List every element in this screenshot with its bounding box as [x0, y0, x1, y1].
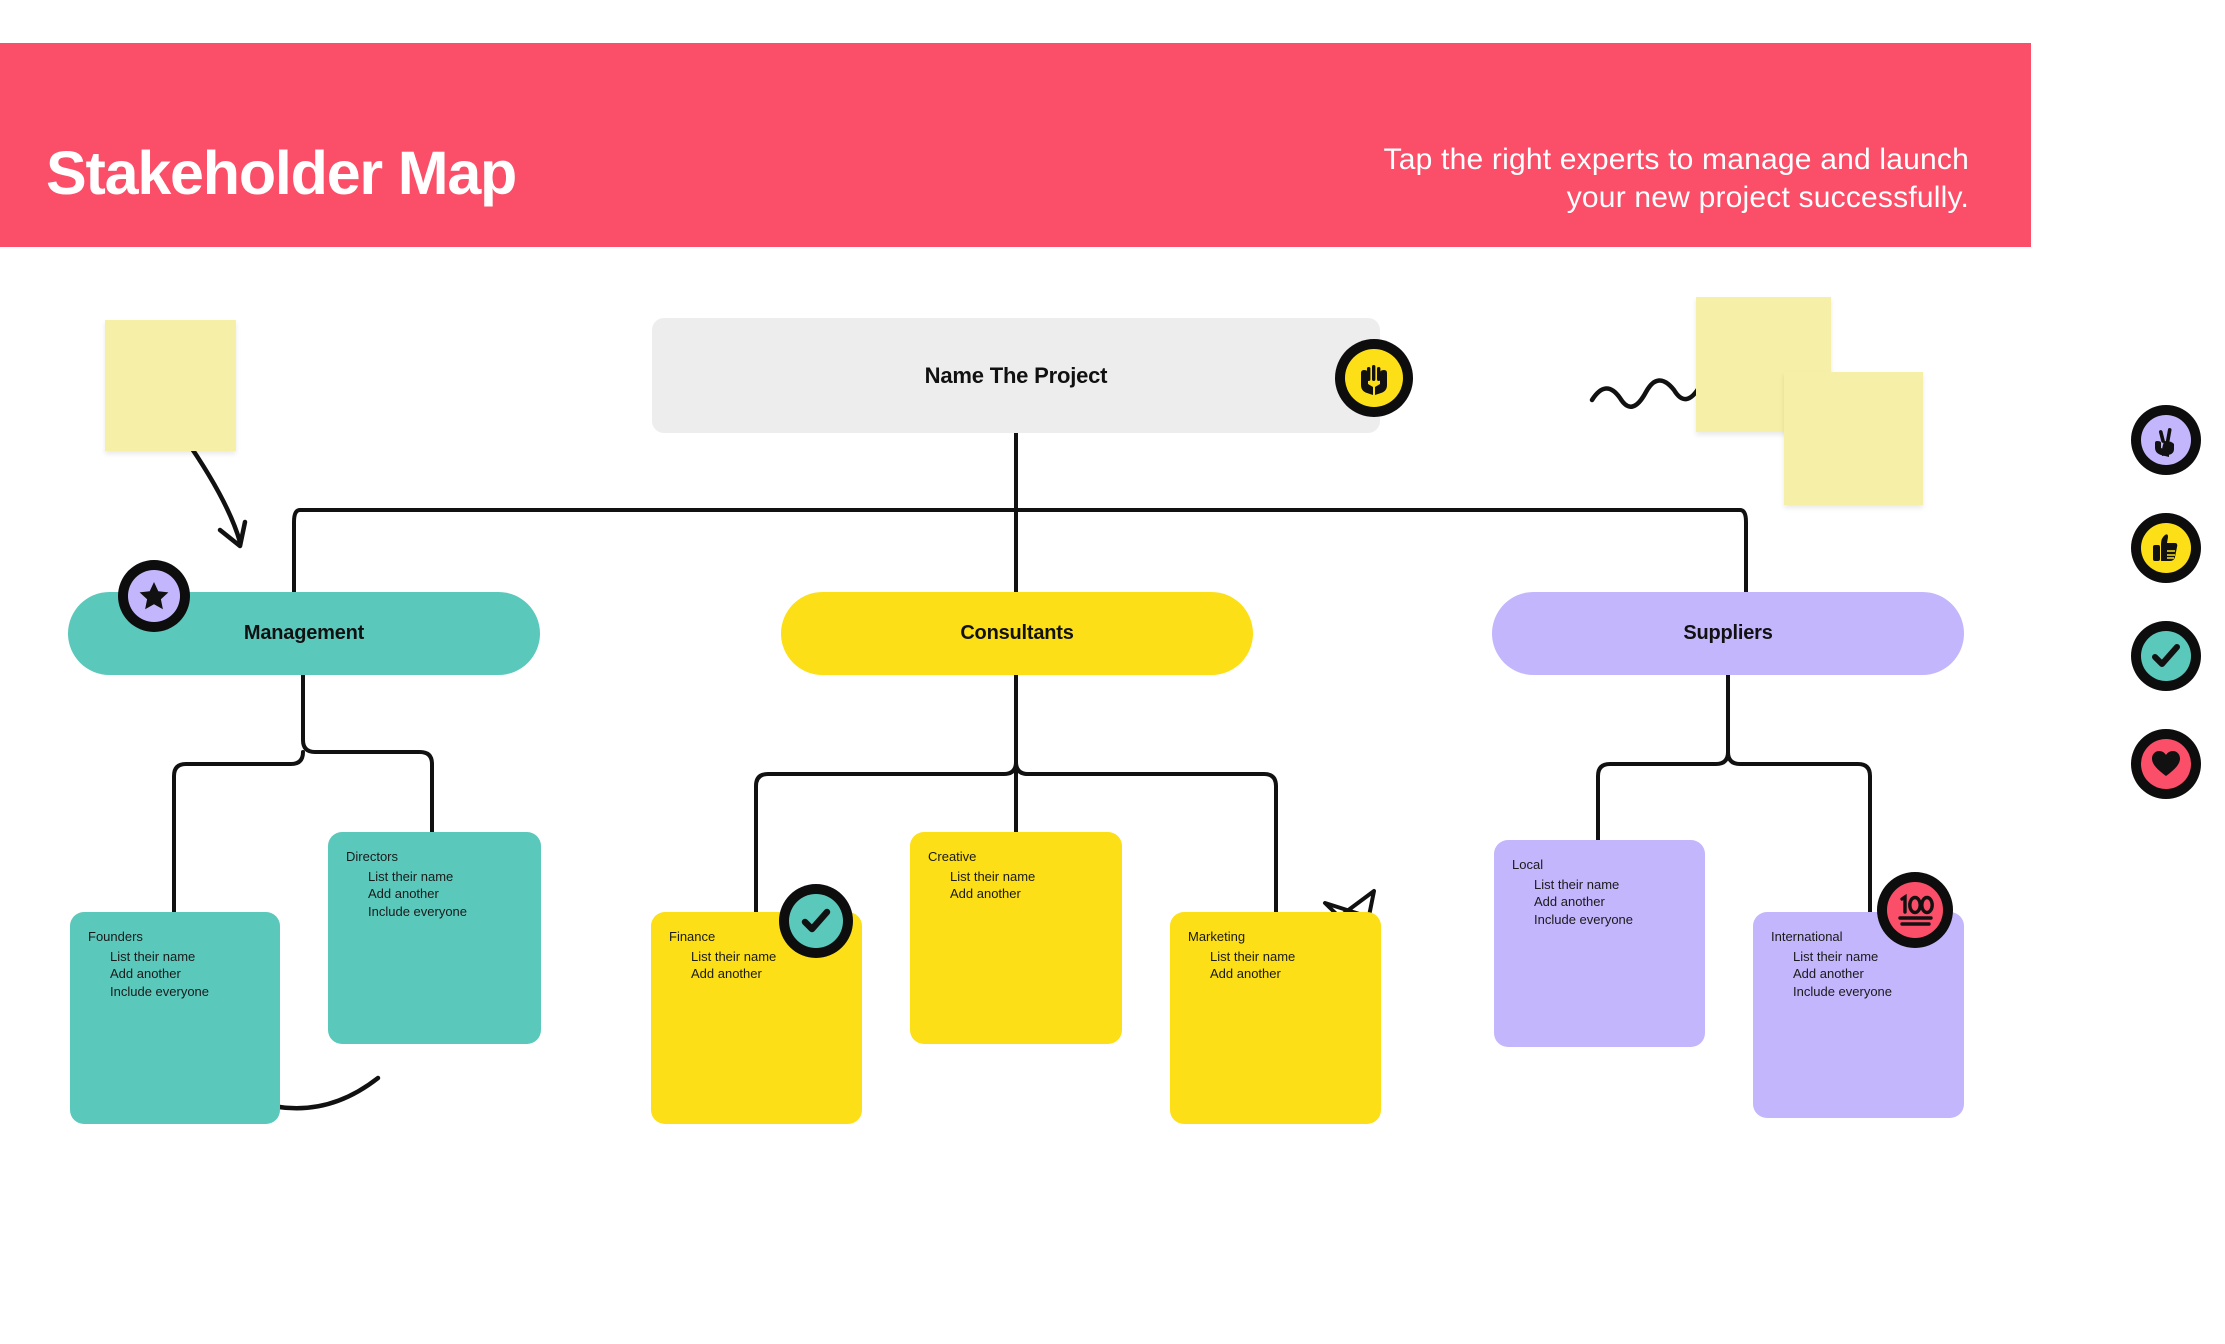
leaf-card-local[interactable]: Local List their name Add another Includ… — [1494, 840, 1705, 1047]
heart-glyph — [2152, 751, 2180, 776]
peace-sign-emoji-icon[interactable] — [2131, 405, 2201, 475]
list-item: List their name — [691, 948, 777, 964]
list-item: Include everyone — [110, 984, 210, 1000]
thumbs-up-emoji-icon[interactable] — [2131, 513, 2201, 583]
curved-arrow-doodle — [181, 434, 248, 549]
list-item: List their name — [110, 948, 196, 964]
branch-pill-consultants[interactable]: Consultants — [781, 592, 1253, 675]
list-item: List their name — [1534, 876, 1620, 892]
leaf-card-creative[interactable]: Creative List their name Add another — [910, 832, 1122, 1044]
list-item: Add another — [1210, 966, 1281, 982]
hundred-glyph — [1898, 893, 1934, 926]
sticky-note-bottom-right[interactable] — [1784, 372, 1923, 505]
check-glyph — [2152, 644, 2180, 667]
leaf-card-international[interactable]: International List their name Add anothe… — [1753, 912, 1964, 1118]
page-subtitle: Tap the right experts to manage and laun… — [1383, 143, 1969, 215]
list-item: Add another — [110, 966, 181, 982]
list-item: Add another — [368, 886, 439, 902]
root-node-name-the-project[interactable]: Name The Project — [652, 318, 1380, 433]
branch-label-consultants: Consultants — [960, 622, 1074, 644]
list-item: Include everyone — [1534, 912, 1634, 928]
list-item: List their name — [1793, 948, 1879, 964]
star-emoji-icon[interactable] — [118, 560, 190, 632]
hundred-points-emoji-icon[interactable] — [1877, 872, 1953, 948]
list-item: List their name — [1210, 948, 1296, 964]
thumbs-up-glyph — [2153, 534, 2178, 561]
list-item: Add another — [950, 886, 1021, 902]
branch-label-management: Management — [243, 622, 365, 644]
leaf-card-title: Directors — [346, 849, 399, 864]
branch-label-suppliers: Suppliers — [1683, 622, 1773, 644]
check-mark-emoji-icon-rail[interactable] — [2131, 621, 2201, 691]
leaf-card-title: Marketing — [1188, 929, 1246, 944]
list-item: List their name — [368, 868, 454, 884]
root-node-label: Name The Project — [924, 362, 1108, 388]
star-glyph — [139, 582, 169, 610]
heart-emoji-icon[interactable] — [2131, 729, 2201, 799]
leaf-card-title: International — [1771, 929, 1843, 944]
raised-hands-glyph — [1361, 365, 1387, 395]
check-glyph — [801, 908, 831, 933]
list-item: List their name — [950, 868, 1036, 884]
list-item: Add another — [1534, 894, 1605, 910]
check-mark-emoji-icon[interactable] — [779, 884, 853, 958]
list-item: Add another — [1793, 966, 1864, 982]
leaf-card-title: Local — [1512, 857, 1544, 872]
leaf-card-items: List their name Add another Include ever… — [368, 868, 523, 922]
branch-pill-management[interactable]: Management — [68, 592, 540, 675]
header-banner: Stakeholder Map Tap the right experts to… — [0, 43, 2031, 247]
leaf-card-items: List their name Add another — [1210, 948, 1363, 984]
leaf-card-title: Finance — [669, 929, 716, 944]
list-item: Include everyone — [368, 904, 468, 920]
leaf-card-founders[interactable]: Founders List their name Add another Inc… — [70, 912, 280, 1124]
leaf-card-title: Founders — [88, 929, 143, 944]
leaf-card-items: List their name Add another Include ever… — [1534, 876, 1687, 930]
leaf-card-title: Creative — [928, 849, 977, 864]
sticker-rail — [2131, 405, 2207, 837]
leaf-card-marketing[interactable]: Marketing List their name Add another — [1170, 912, 1381, 1124]
leaf-card-items: List their name Add another — [950, 868, 1104, 904]
list-item: Include everyone — [1793, 984, 1893, 1000]
list-item: Add another — [691, 966, 762, 982]
leaf-card-directors[interactable]: Directors List their name Add another In… — [328, 832, 541, 1044]
peace-sign-glyph — [2155, 428, 2174, 457]
raised-hands-emoji-icon[interactable] — [1335, 339, 1413, 417]
leaf-card-items: List their name Add another Include ever… — [110, 948, 262, 1002]
leaf-card-items: List their name Add another — [691, 948, 844, 984]
sticky-note-left[interactable] — [105, 320, 236, 451]
leaf-card-items: List their name Add another Include ever… — [1793, 948, 1946, 1002]
page-title: Stakeholder Map — [46, 139, 517, 207]
branch-pill-suppliers[interactable]: Suppliers — [1492, 592, 1964, 675]
